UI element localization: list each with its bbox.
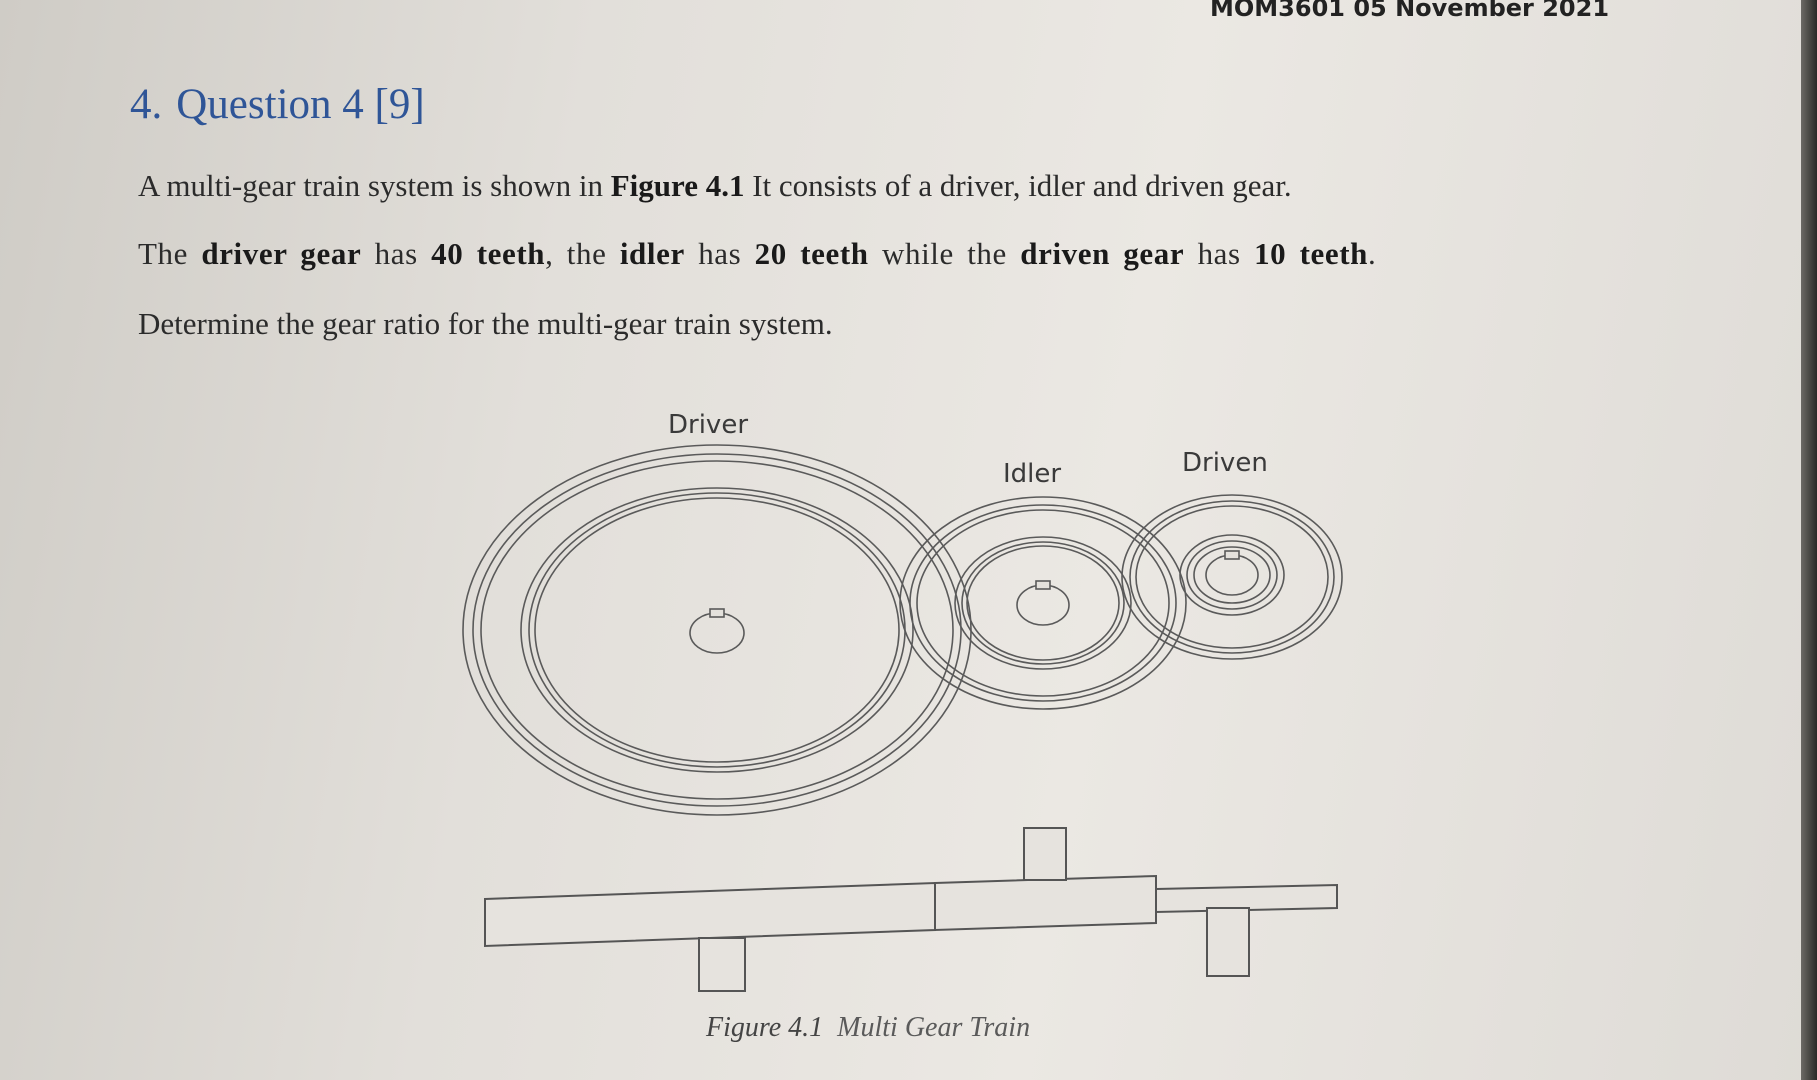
idler-term: idler <box>619 236 685 271</box>
idler-label: Idler <box>1003 459 1061 489</box>
text-run: while the <box>868 236 1021 271</box>
question-heading: 4. Question 4 [9] <box>130 80 425 129</box>
text-run: has <box>1184 236 1255 271</box>
idler-side-view <box>934 874 1157 932</box>
driver-shaft <box>698 937 746 992</box>
driver-side-view <box>484 881 936 948</box>
figure-reference: Figure 4.1 <box>610 168 745 203</box>
driven-side-view <box>1155 883 1338 914</box>
text-run: , the <box>545 236 620 271</box>
driver-gear <box>462 444 972 816</box>
driven-gear <box>1121 494 1343 660</box>
text-run: . <box>1368 236 1377 271</box>
side-view-assembly <box>484 827 1338 992</box>
monitor-bezel <box>1801 0 1817 1080</box>
driven-teeth-value: 10 teeth <box>1254 236 1369 271</box>
driver-teeth-value: 40 teeth <box>431 236 546 271</box>
driven-shaft <box>1206 907 1250 977</box>
figure-caption-text: Multi Gear Train <box>837 1012 1031 1043</box>
figure-caption: Figure 4.1 Multi Gear Train <box>706 1012 1030 1044</box>
text-run: It consists of a driver, idler and drive… <box>744 168 1292 203</box>
question-title: Question 4 [9] <box>176 81 425 128</box>
text-run: has <box>361 236 432 271</box>
question-line-3: Determine the gear ratio for the multi-g… <box>138 306 833 341</box>
text-run: A multi-gear train system is shown in <box>138 168 611 203</box>
figure-caption-label: Figure 4.1 <box>706 1012 824 1043</box>
idler-gear <box>899 496 1187 710</box>
driven-gear-term: driven gear <box>1020 236 1185 271</box>
driver-gear-term: driver gear <box>201 236 362 271</box>
idler-teeth-value: 20 teeth <box>754 236 869 271</box>
text-run: The <box>138 236 202 271</box>
question-line-2: The driver gear has 40 teeth, the idler … <box>138 236 1376 272</box>
document-header: MOM3601 05 November 2021 <box>1210 0 1610 22</box>
idler-shaft <box>1023 827 1067 881</box>
text-run: has <box>684 236 755 271</box>
question-number: 4. <box>130 81 163 128</box>
driven-label: Driven <box>1182 448 1268 478</box>
question-line-1: A multi-gear train system is shown in Fi… <box>138 168 1292 204</box>
driver-label: Driver <box>668 410 748 440</box>
